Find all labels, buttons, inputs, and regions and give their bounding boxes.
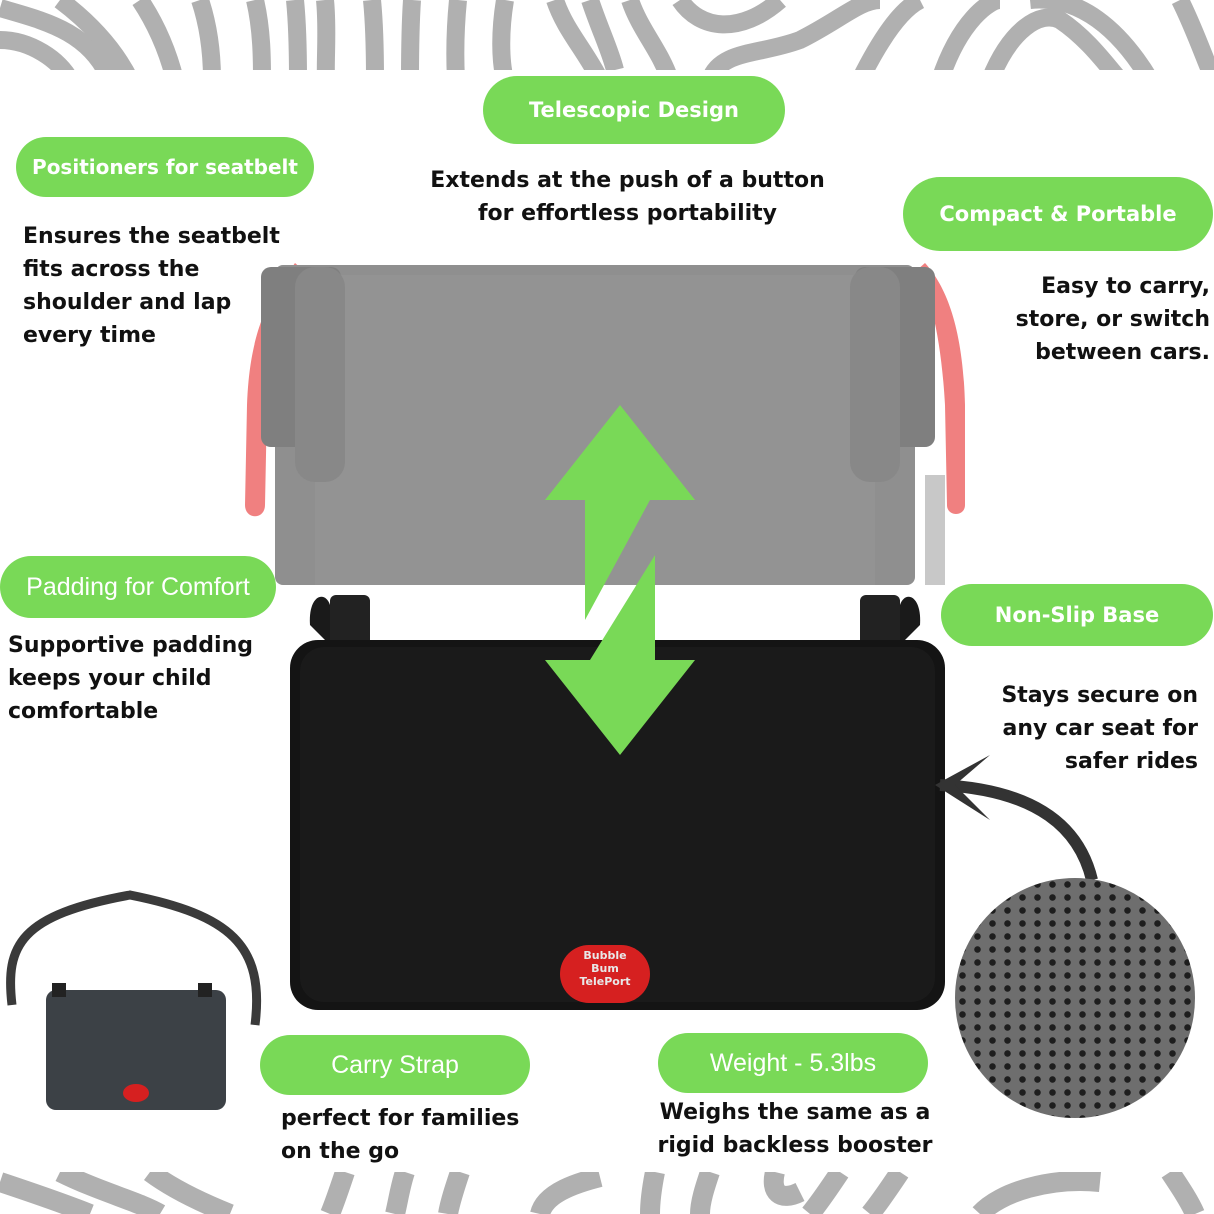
seat-illustration	[245, 263, 965, 585]
left-positioner	[245, 263, 303, 517]
compact-portable-description: Easy to carry, store, or switch between …	[1015, 274, 1210, 365]
non-slip-base-badge: Non-Slip Base	[941, 584, 1213, 646]
carry-strap-description: perfect for families on the go	[281, 1106, 520, 1164]
carry-bag-illustration	[6, 890, 262, 1110]
telescopic-arrows	[545, 405, 695, 755]
weight-badge: Weight - 5.3lbs	[658, 1033, 928, 1093]
non-slip-base-description: Stays secure on any car seat for safer r…	[1001, 683, 1198, 774]
brand-logo: Bubble Bum TelePort	[560, 945, 650, 1003]
extend-up-arrow-icon	[545, 405, 695, 620]
telescopic-design-description: Extends at the push of a button for effo…	[430, 168, 825, 226]
non-slip-texture-detail	[955, 878, 1195, 1118]
extended-seat-image	[235, 255, 965, 585]
padding-comfort-description: Supportive padding keeps your child comf…	[8, 633, 253, 724]
positioners-badge: Positioners for seatbelt	[16, 137, 314, 197]
cushion-base	[290, 585, 950, 1010]
carry-strap-badge: Carry Strap	[260, 1035, 530, 1095]
carry-strap-photo	[0, 885, 275, 1135]
padding-comfort-badge: Padding for Comfort	[0, 556, 276, 618]
compact-portable-badge: Compact & Portable	[903, 177, 1213, 251]
bottom-swirl-pattern	[0, 1172, 1205, 1214]
logo-line-1: Bubble	[583, 949, 627, 962]
cushion-illustration	[290, 595, 945, 1010]
telescopic-design-badge: Telescopic Design	[483, 76, 785, 144]
positioners-description: Ensures the seatbelt fits across the sho…	[23, 224, 280, 348]
retract-down-arrow-icon	[545, 555, 695, 755]
curved-pointer-arrow-icon	[935, 755, 1098, 882]
logo-line-3: TelePort	[579, 975, 631, 988]
right-positioner	[917, 263, 965, 514]
top-swirl-pattern	[0, 0, 1214, 78]
weight-description: Weighs the same as a rigid backless boos…	[657, 1100, 933, 1158]
logo-line-2: Bum	[591, 962, 619, 975]
